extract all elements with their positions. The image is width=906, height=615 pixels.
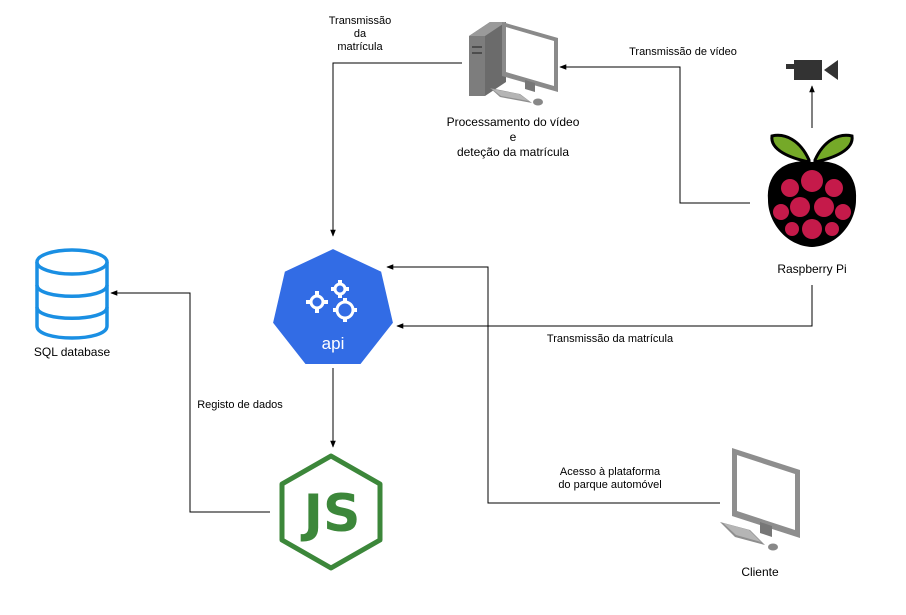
api-icon: api xyxy=(270,246,396,366)
edge-label-client-to-api: Acesso à plataforma do parque automóvel xyxy=(540,466,680,492)
desktop-computer-icon xyxy=(469,22,558,106)
database-icon xyxy=(35,248,109,340)
edge-node-to-db xyxy=(110,290,270,513)
edge-label-pc-to-api-line3: matrícula xyxy=(337,41,383,53)
edge-label-client-to-api-line1: Acesso à plataforma xyxy=(559,466,661,478)
pc-node-label-line3: deteção da matrícula xyxy=(456,145,570,159)
edge-label-node-to-db: Registo de dados xyxy=(197,399,283,411)
video-camera-icon xyxy=(786,60,838,80)
api-label: api xyxy=(322,334,345,353)
edge-client-to-api xyxy=(386,264,720,504)
client-node-label: Cliente xyxy=(741,565,779,579)
client-monitor-icon xyxy=(720,448,800,551)
database-node-label: SQL database xyxy=(33,345,111,359)
edge-label-raspberry-to-pc: Transmissão de vídeo xyxy=(629,46,737,58)
edge-label-pc-to-api: Transmissão da matrícula xyxy=(310,15,410,54)
edge-raspberry-to-pc xyxy=(559,64,750,204)
edge-label-client-to-api-line2: do parque automóvel xyxy=(558,479,662,491)
pc-node-label-line2: e xyxy=(509,130,517,144)
pc-node-label-line1: Processamento do vídeo xyxy=(446,115,580,129)
raspberry-pi-icon xyxy=(767,133,857,247)
edge-pc-to-api xyxy=(330,62,462,237)
edge-raspberry-to-api xyxy=(396,285,813,329)
svg-text:JS: JS xyxy=(301,484,361,544)
edge-label-raspberry-to-api: Transmissão da matrícula xyxy=(546,333,674,345)
edge-label-pc-to-api-line2: da xyxy=(353,28,367,40)
connectors xyxy=(110,62,815,513)
raspberry-node-label: Raspberry Pi xyxy=(777,262,847,276)
nodejs-icon: JS xyxy=(279,453,383,571)
pc-node-label: Processamento do vídeo e deteção da matr… xyxy=(433,115,593,160)
edge-label-pc-to-api-line1: Transmissão xyxy=(328,15,392,27)
